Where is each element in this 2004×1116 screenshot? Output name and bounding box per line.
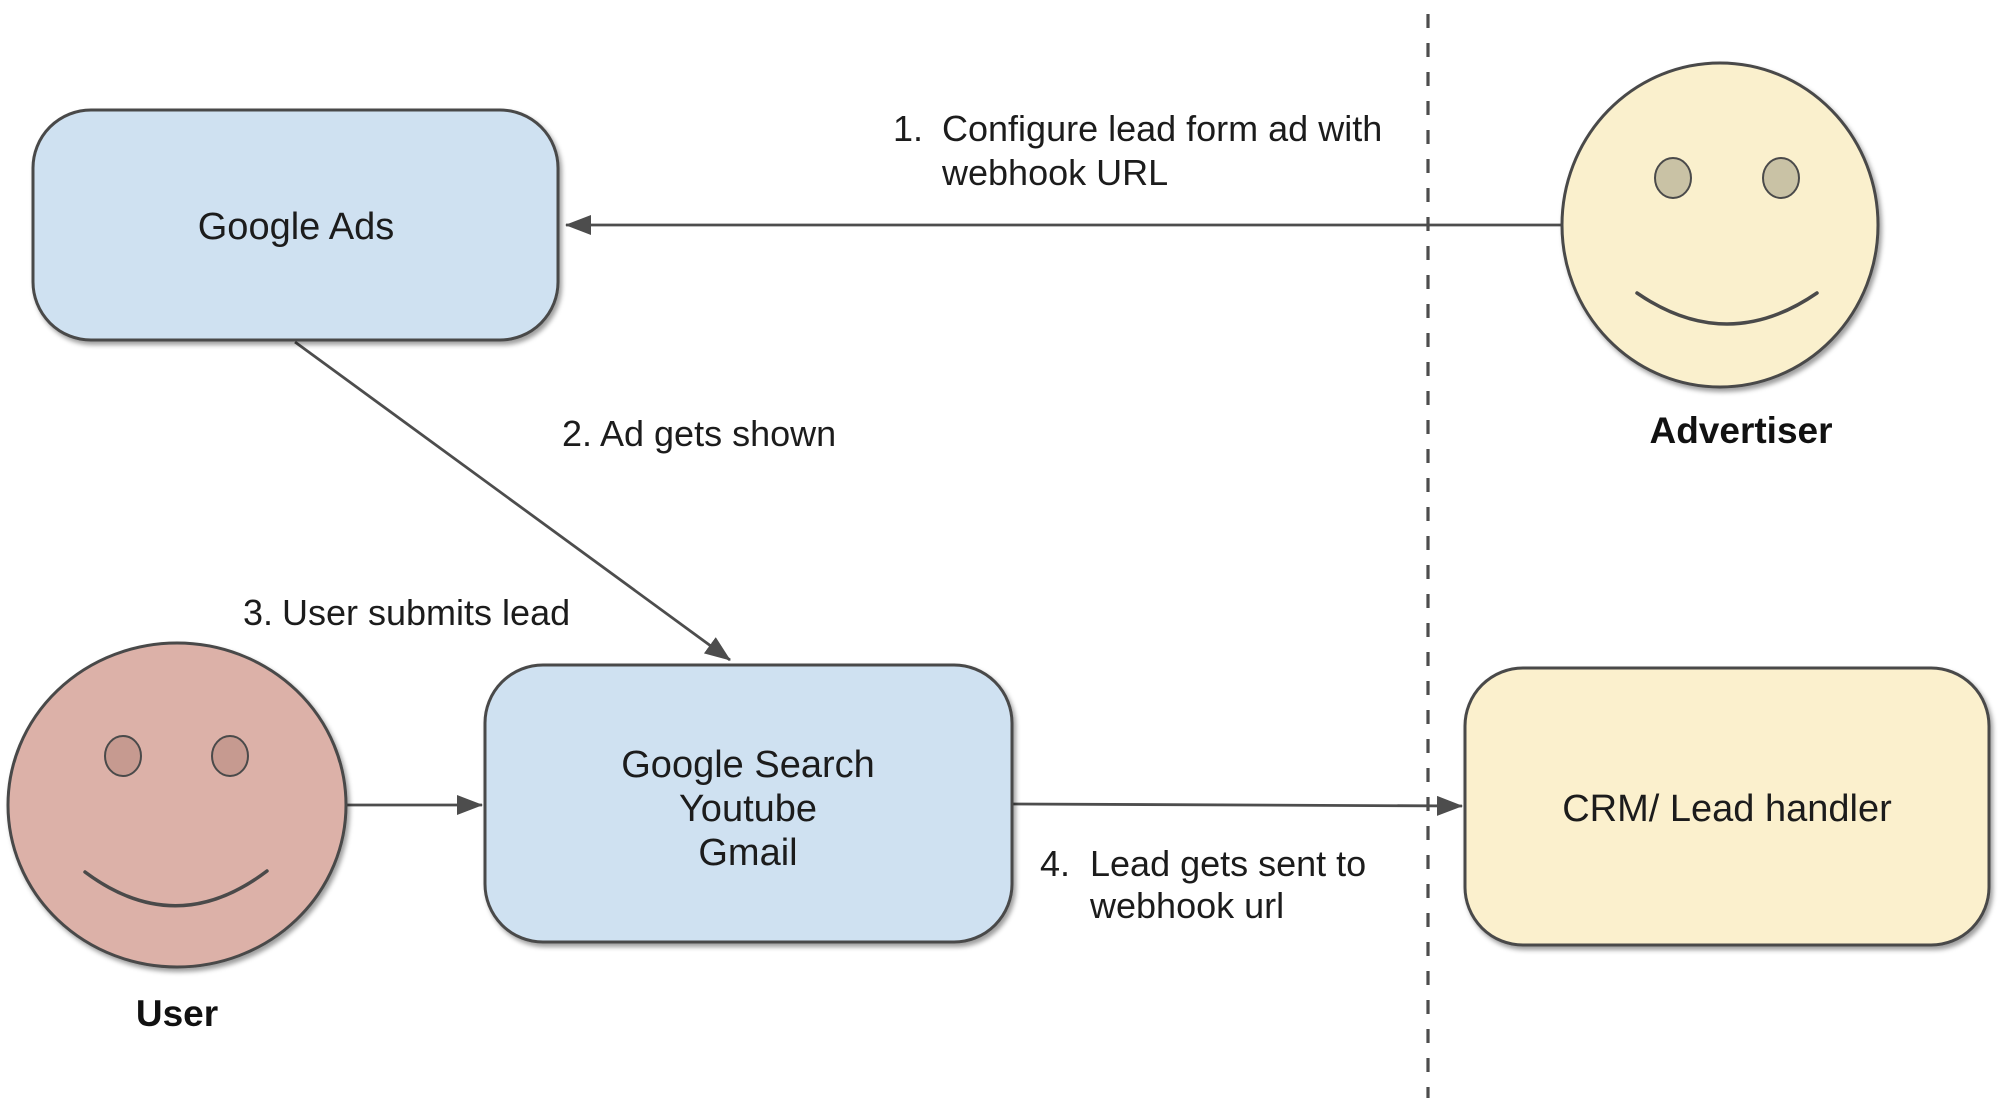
step-3-text-line-1: User submits lead xyxy=(282,592,570,633)
step-1-number: 1. xyxy=(893,108,923,149)
step-1-annotation: 1. Configure lead form ad with webhook U… xyxy=(893,108,1382,193)
step-2-text-line-1: Ad gets shown xyxy=(600,413,836,454)
google-surfaces-label-line-1: Google Search xyxy=(621,744,875,786)
google-surfaces-node xyxy=(483,663,1014,944)
user-face xyxy=(6,641,348,969)
arrow-lead-sent-webhook xyxy=(1011,795,1463,816)
step-4-text-line-2: webhook url xyxy=(1089,885,1284,926)
google-ads-label: Google Ads xyxy=(198,206,394,248)
user-label: User xyxy=(136,993,218,1034)
crm-node xyxy=(1463,666,1991,947)
advertiser-eye-left-icon xyxy=(1654,157,1692,199)
google-surfaces-label-line-2: Youtube xyxy=(679,788,817,830)
step-1-text-line-1: Configure lead form ad with xyxy=(942,108,1382,149)
step-3-annotation: 3. User submits lead xyxy=(243,592,570,633)
step-2-annotation: 2. Ad gets shown xyxy=(562,413,836,454)
crm-label: CRM/ Lead handler xyxy=(1562,788,1892,830)
user-smile-icon xyxy=(83,869,269,908)
step-4-number: 4. xyxy=(1040,843,1070,884)
user-eye-left-icon xyxy=(104,735,142,777)
user-figure: User xyxy=(6,641,348,1034)
user-eye-right-icon xyxy=(211,735,249,777)
advertiser-figure: Advertiser xyxy=(1560,61,1880,451)
advertiser-eye-right-icon xyxy=(1762,157,1800,199)
step-4-text-line-1: Lead gets sent to xyxy=(1090,843,1366,884)
advertiser-label: Advertiser xyxy=(1649,410,1832,451)
google-ads-node xyxy=(31,108,560,342)
arrow-ad-gets-shown xyxy=(294,340,731,662)
step-1-text-line-2: webhook URL xyxy=(941,152,1168,193)
step-4-annotation: 4. Lead gets sent to webhook url xyxy=(1040,843,1366,926)
step-2-number: 2. xyxy=(562,413,592,454)
advertiser-smile-icon xyxy=(1635,291,1819,326)
step-3-number: 3. xyxy=(243,592,273,633)
advertiser-face xyxy=(1560,61,1880,389)
google-surfaces-label-line-3: Gmail xyxy=(698,832,797,874)
